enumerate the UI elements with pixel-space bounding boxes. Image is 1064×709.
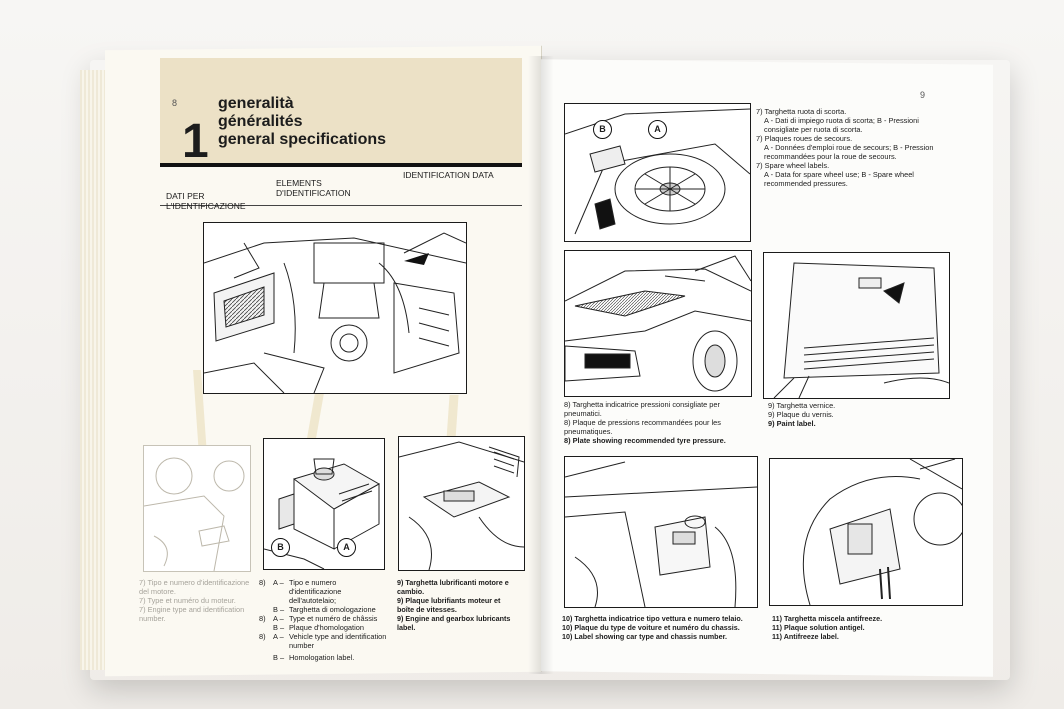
chassis-label-illustration bbox=[564, 456, 758, 608]
book-gutter bbox=[528, 56, 554, 674]
car-front-illustration bbox=[564, 250, 752, 397]
title-french: généralités bbox=[218, 113, 303, 130]
left-page-number: 8 bbox=[172, 98, 178, 108]
caption-lubricants: 9) Targhetta lubrificanti motore e cambi… bbox=[397, 578, 511, 632]
column-header-french: ELEMENTS D'IDENTIFICATION bbox=[276, 178, 351, 198]
header-rule bbox=[160, 163, 522, 167]
title-english: general specifications bbox=[218, 131, 387, 148]
caption-paint-label: 9) Targhetta vernice. 9) Plaque du verni… bbox=[768, 401, 836, 428]
chapter-number: 1 bbox=[182, 115, 209, 168]
paint-label-illustration bbox=[763, 252, 950, 399]
engine-bay-illustration bbox=[203, 222, 467, 394]
chassis-plate-inset bbox=[263, 438, 385, 570]
caption-tyre-pressure: 8) Targhetta indicatrice pressioni consi… bbox=[564, 400, 726, 445]
badge-a: A bbox=[337, 538, 356, 557]
caption-spare-wheel: 7) Targhetta ruota di scorta. A - Dati d… bbox=[756, 107, 934, 188]
column-rule bbox=[160, 205, 522, 206]
right-page-number: 9 bbox=[920, 90, 926, 100]
badge-a: A bbox=[648, 120, 667, 139]
engine-number-inset bbox=[143, 445, 251, 572]
chapter-header-band bbox=[160, 58, 522, 164]
title-italian: generalità bbox=[218, 95, 294, 112]
column-header-english: IDENTIFICATION DATA bbox=[403, 170, 494, 180]
caption-engine-number: 7) Tipo e numero d'identificazione del m… bbox=[139, 578, 250, 623]
badge-b: B bbox=[271, 538, 290, 557]
caption-car-type: 10) Targhetta indicatrice tipo vettura e… bbox=[562, 614, 743, 641]
caption-antifreeze: 11) Targhetta miscela antifreeze. 11) Pl… bbox=[772, 614, 883, 641]
chapter-titles: generalità généralités general specifica… bbox=[218, 95, 386, 149]
antifreeze-label-illustration bbox=[769, 458, 963, 606]
column-header-italian: DATI PER L'IDENTIFICAZIONE bbox=[166, 191, 246, 211]
badge-b: B bbox=[593, 120, 612, 139]
caption-chassis-plate: 8)A –Tipo e numero d'identificazione del… bbox=[259, 578, 387, 662]
page-edges bbox=[80, 70, 108, 670]
lubricants-label-inset bbox=[398, 436, 525, 571]
